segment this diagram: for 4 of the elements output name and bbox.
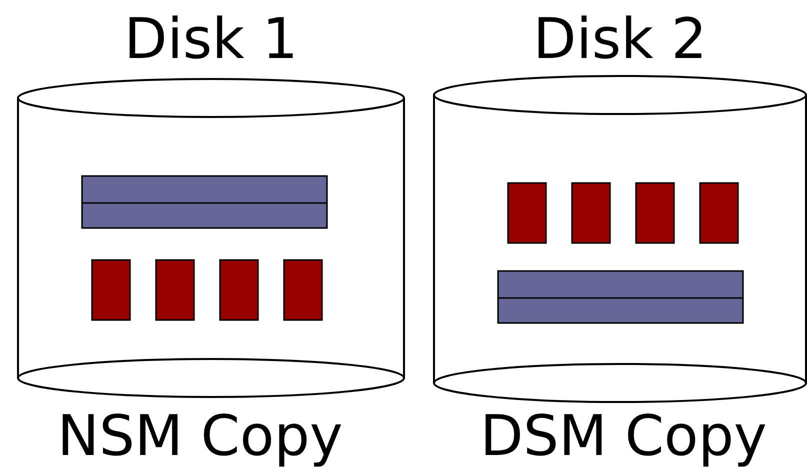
disk-heading: Disk 1	[123, 8, 299, 72]
disk-heading: Disk 2	[532, 8, 708, 72]
copy-caption: DSM Copy	[479, 405, 768, 469]
copy-caption: NSM Copy	[56, 405, 344, 469]
